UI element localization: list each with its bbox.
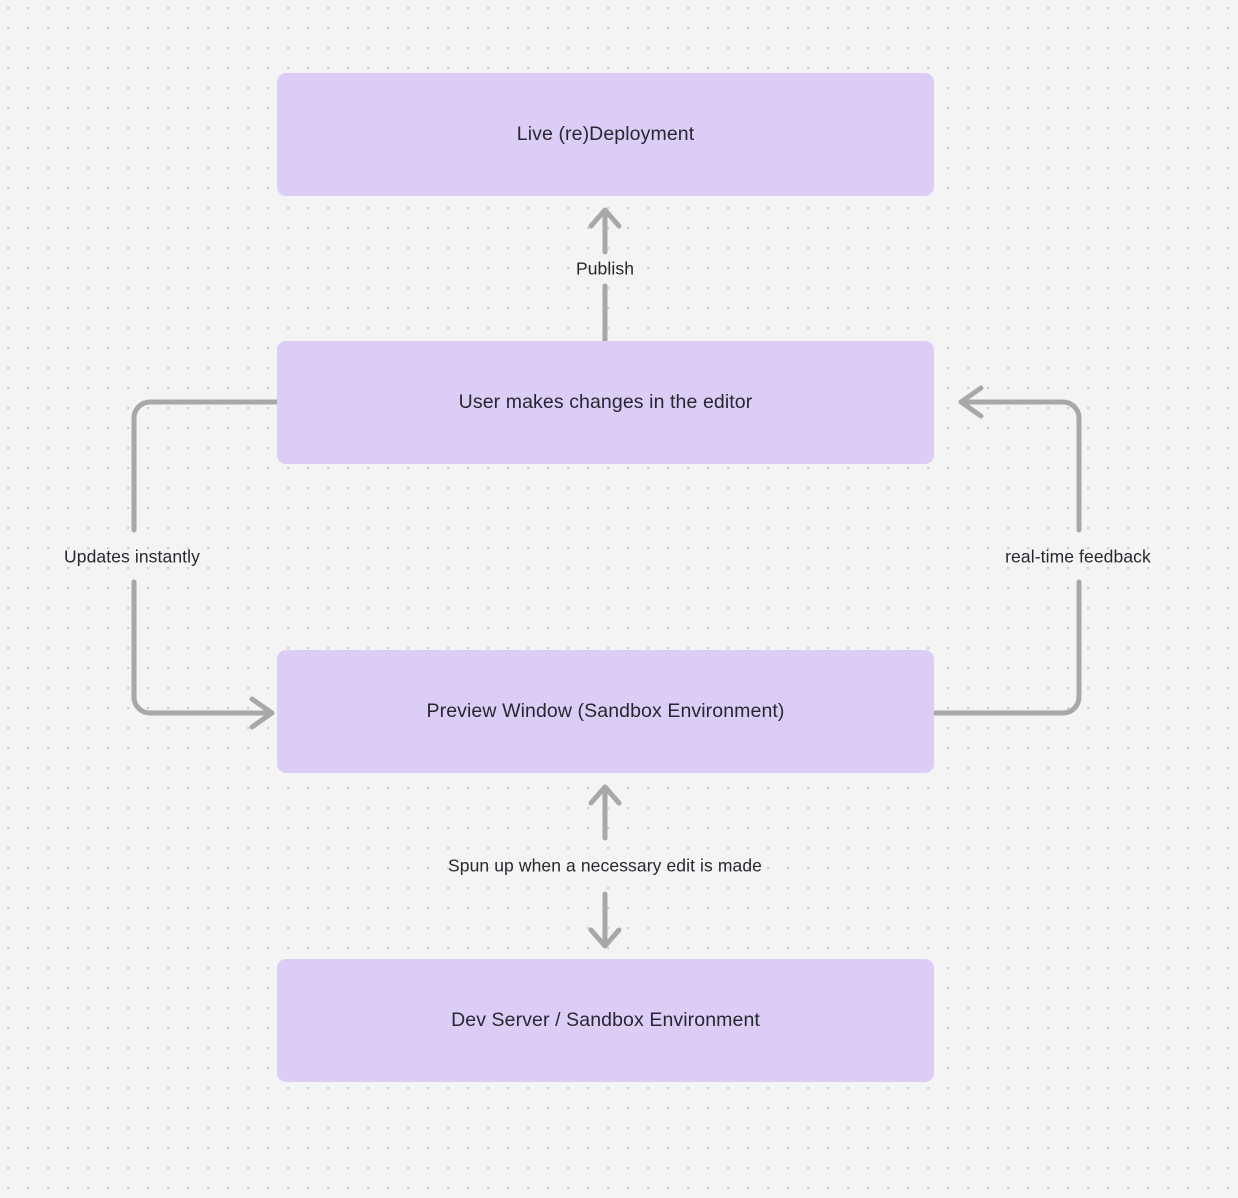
- edge-label-spun-up: Spun up when a necessary edit is made: [447, 855, 763, 876]
- node-preview-window-label: Preview Window (Sandbox Environment): [426, 699, 785, 722]
- edge-label-real-time-feedback: real-time feedback: [1005, 546, 1151, 567]
- node-user-edits-label: User makes changes in the editor: [458, 390, 753, 413]
- node-live-deployment[interactable]: Live (re)Deployment: [277, 73, 934, 196]
- node-live-deployment-label: Live (re)Deployment: [516, 122, 695, 145]
- node-preview-window[interactable]: Preview Window (Sandbox Environment): [277, 650, 934, 773]
- edge-label-updates-instantly: Updates instantly: [64, 546, 200, 567]
- node-dev-server-label: Dev Server / Sandbox Environment: [451, 1008, 760, 1031]
- edge-label-publish: Publish: [575, 258, 635, 279]
- node-dev-server[interactable]: Dev Server / Sandbox Environment: [277, 959, 934, 1082]
- node-user-edits[interactable]: User makes changes in the editor: [277, 341, 934, 464]
